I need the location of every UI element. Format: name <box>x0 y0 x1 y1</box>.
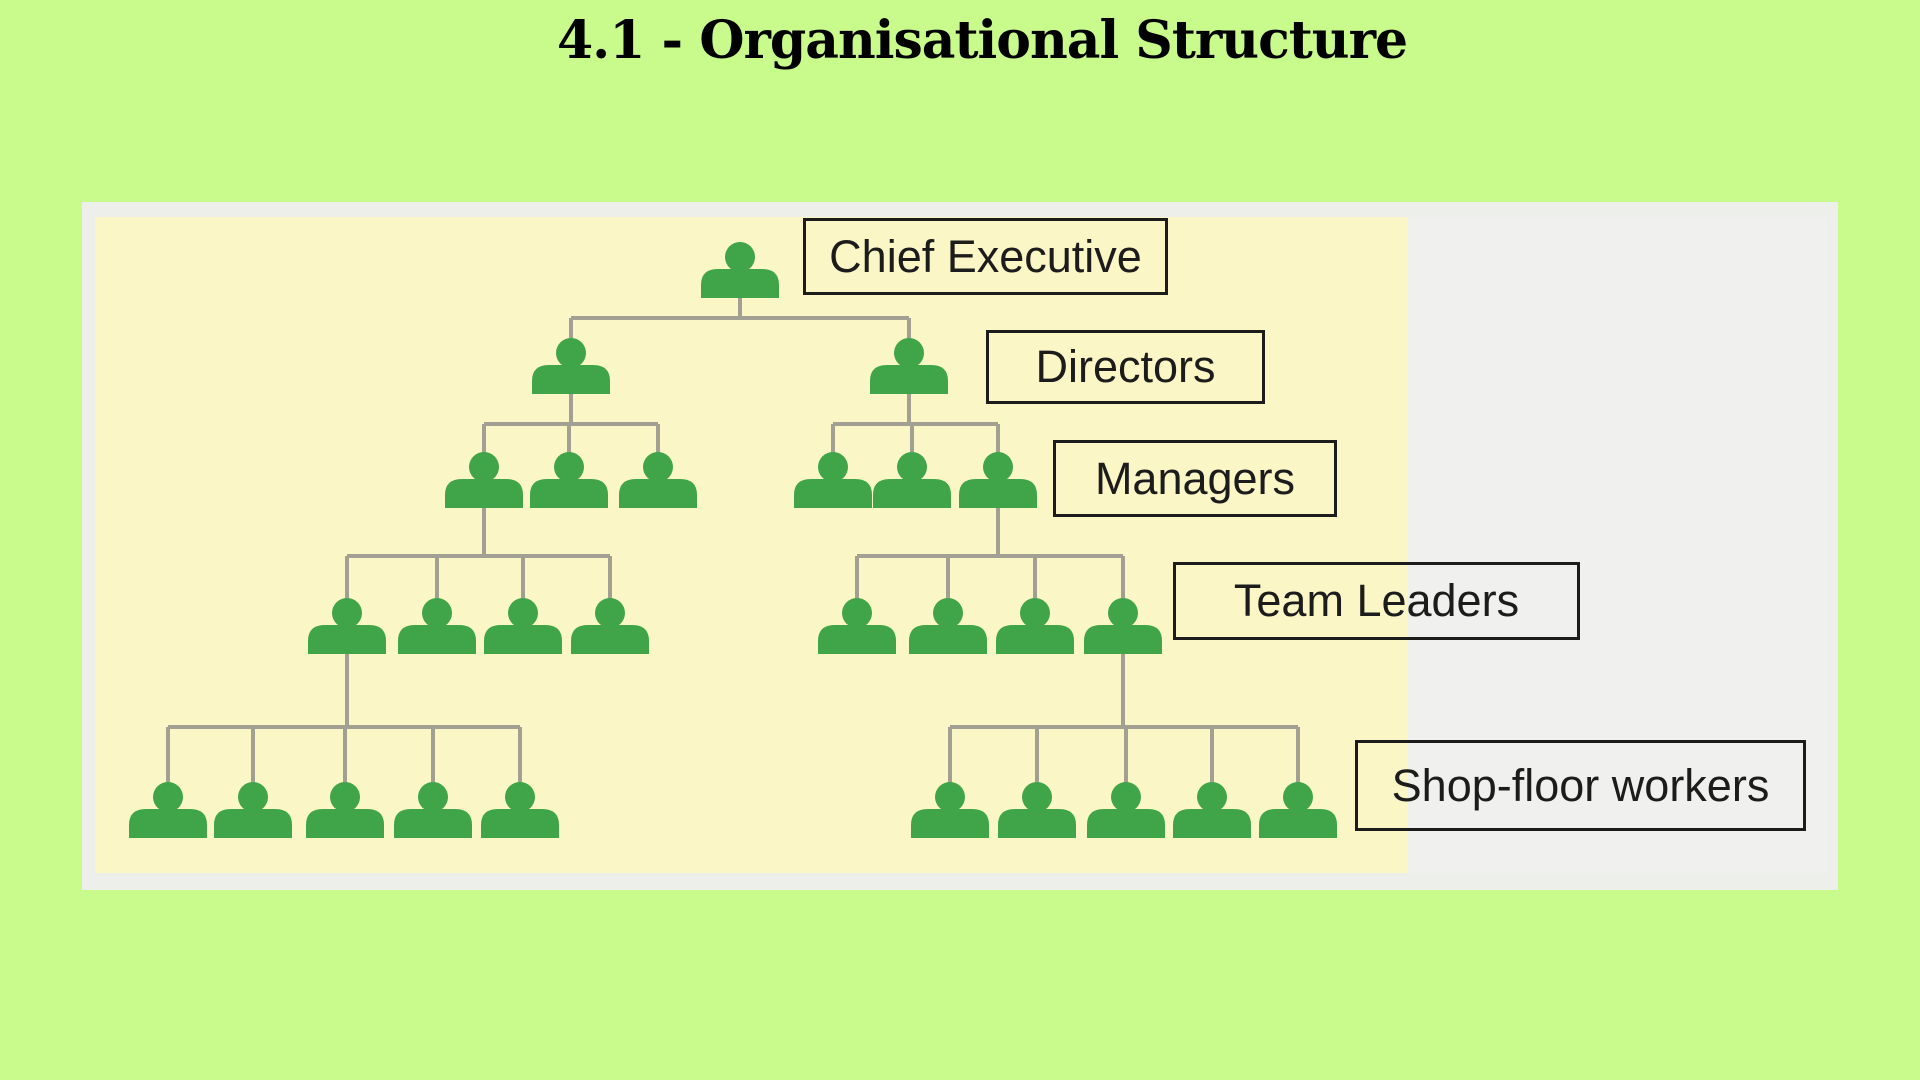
label-box-shop-floor-workers: Shop-floor workers <box>1355 740 1806 831</box>
label-box-team-leaders: Team Leaders <box>1173 562 1580 640</box>
label-box-managers: Managers <box>1053 440 1337 517</box>
page-title: 4.1 - Organisational Structure <box>556 10 1408 71</box>
diagram-panel-gray-area <box>1408 217 1827 873</box>
label-box-chief-executive: Chief Executive <box>803 218 1168 295</box>
diagram-panel-yellow-area <box>95 217 1408 873</box>
label-box-directors: Directors <box>986 330 1265 404</box>
